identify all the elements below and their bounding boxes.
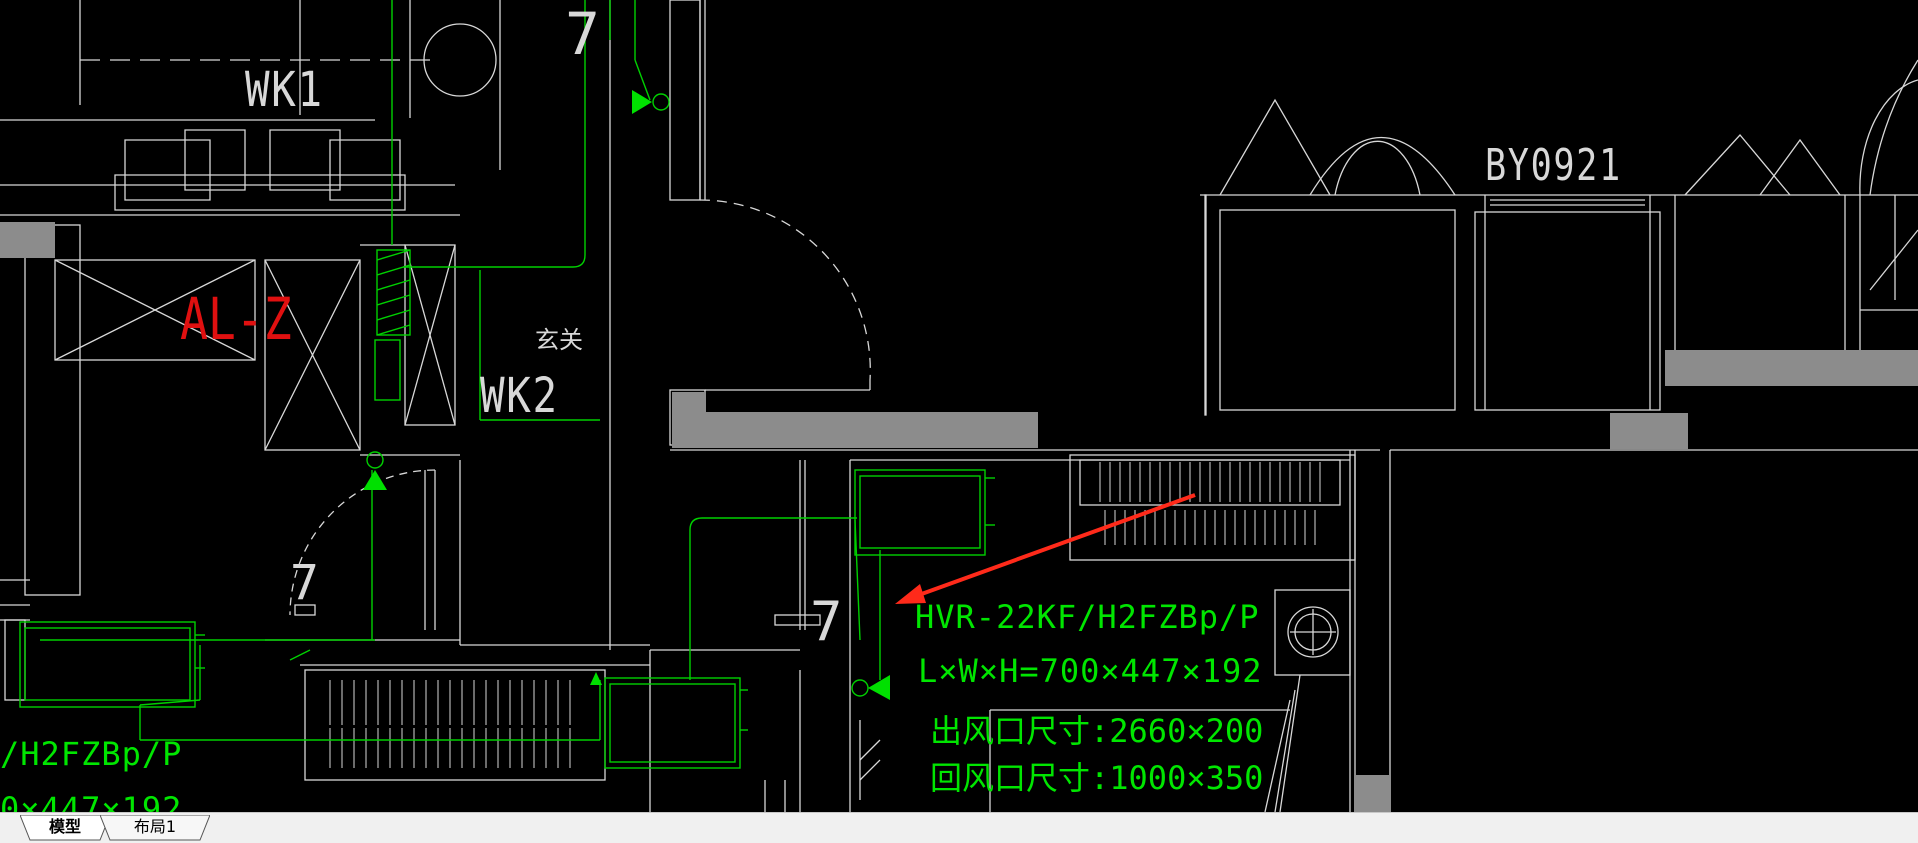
label-wk1: WK1	[245, 62, 324, 118]
label-seven-b: 7	[290, 555, 319, 611]
annotation-model: HVR-22KF/H2FZBp/P	[915, 598, 1260, 636]
label-window: BY0921	[1485, 140, 1622, 191]
label-panel: AL-Z	[180, 285, 292, 353]
tab-layout1[interactable]: 布局1	[100, 815, 210, 841]
left-annotation-model: /H2FZBp/P	[0, 735, 183, 773]
annotation-return: 回风口尺寸:1000×350	[930, 759, 1264, 797]
annotation-dims: L×W×H=700×447×192	[918, 652, 1263, 690]
tab-layout1-label: 布局1	[133, 817, 177, 836]
annotation-outlet: 出风口尺寸:2660×200	[930, 712, 1264, 750]
tab-model-label: 模型	[48, 817, 81, 836]
wall-fills	[0, 222, 1918, 812]
label-seven-a: 7	[565, 0, 600, 68]
drawing-canvas[interactable]: WK1 WK2 BY0921 AL-Z 玄关 7 7 7 HVR-22KF/H2…	[0, 0, 1918, 812]
label-wk2: WK2	[480, 368, 559, 424]
label-seven-c: 7	[810, 590, 843, 653]
tab-model-shape	[20, 815, 110, 841]
annotation-arrow	[895, 493, 1196, 604]
tab-layout1-shape	[100, 815, 210, 841]
valve-markers	[363, 90, 890, 700]
left-annotation-dims: 0×447×192	[0, 790, 183, 812]
hvac-pipes	[19, 0, 995, 769]
layout-tab-bar: 模型 布局1	[0, 812, 1918, 843]
label-room: 玄关	[535, 326, 583, 354]
tab-model[interactable]: 模型	[20, 815, 110, 841]
cad-drawing	[0, 0, 1918, 812]
